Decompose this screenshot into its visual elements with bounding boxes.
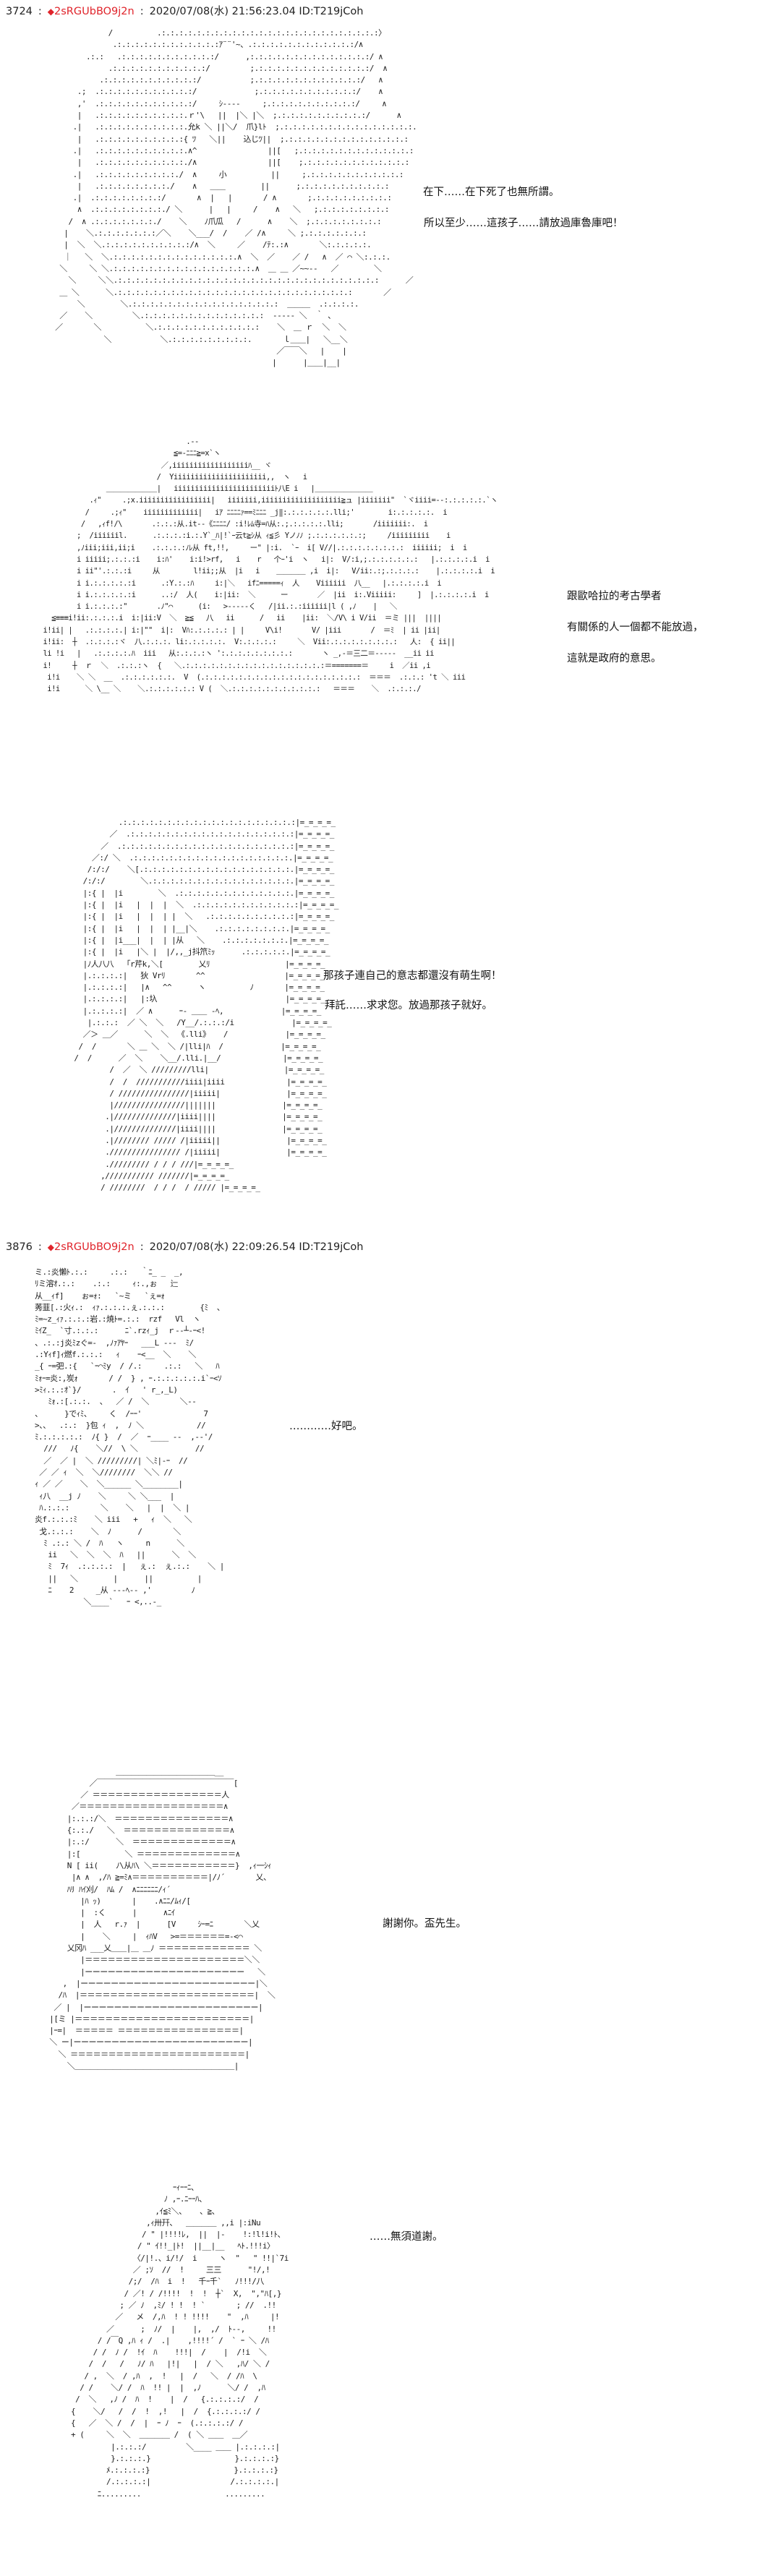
dialogue-line: 跟歐哈拉的考古學者: [567, 591, 662, 602]
ascii-art-bowing-figure: ＿＿＿＿＿＿＿＿＿＿＿＿＿__ ／￣￣￣￣￣￣￣￣￣￣￣￣￣￣￣￣￣￣[ ／ ＝…: [49, 1766, 276, 2071]
ascii-art-soldier-with-cap: .-- ≦=-ﾆﾆﾆ≧=x`ヽ ／,iiiiiiiiiiiiiiiiiiﾊ__ …: [43, 437, 498, 694]
separator: :: [140, 6, 144, 17]
ascii-art-kneeling-figure: / .:.:.:.:.:.:.:.:.:.:.:.:.:.:.:.:.:.:.:…: [55, 28, 417, 368]
dialogue-line: 這就是政府的意思。: [567, 653, 662, 664]
separator: :: [38, 1241, 42, 1253]
trip-diamond-icon: ◆: [47, 7, 55, 17]
dialogue-line: 在下……在下死了也無所謂。: [423, 187, 560, 198]
dialogue-line: 謝謝你。盃先生。: [383, 1918, 466, 1930]
dialogue-line: 有關係的人一個都不能放過，: [567, 622, 704, 633]
post-datetime: 2020/07/08(水) 22:09:26.54: [149, 1241, 296, 1253]
dialogue-line: 那孩子連自己的意志都還沒有萌生啊！: [323, 970, 502, 982]
post-header: 3876:◆2sRGUbBO9j2n:2020/07/08(水) 22:09:2…: [6, 1241, 363, 1254]
post-datetime: 2020/07/08(水) 21:56:23.04: [149, 6, 296, 17]
separator: :: [38, 6, 42, 17]
poster-id: ID:T219jCoh: [299, 1241, 364, 1253]
post-header: 3724:◆2sRGUbBO9j2n:2020/07/08(水) 21:56:2…: [6, 5, 363, 18]
dialogue-line: 所以至少……這孩子……請放過庫魯庫吧！: [424, 218, 623, 229]
dialogue-line: …………好吧。: [289, 1421, 363, 1432]
separator: :: [140, 1241, 144, 1253]
tripcode-link[interactable]: 2sRGUbBO9j2n: [54, 6, 135, 17]
tripcode-link[interactable]: 2sRGUbBO9j2n: [54, 1241, 135, 1253]
poster-id: ID:T219jCoh: [299, 6, 364, 17]
ascii-art-bowed-figure-at-wall: .:.:.:.:.:.:.:.:.:.:.:.:.:.:.:.:.:.:.:.:…: [74, 818, 338, 1193]
dialogue-line: 拜託……求求您。放過那孩子就好。: [325, 1000, 492, 1011]
ascii-art-flame-hair-figure: ミ.:炎懶ﾄ.:.: .:.: ｀ﾆ_ _ _, ﾘミ溶ｵ.:.: .:.: ｨ…: [35, 1267, 225, 1607]
dialogue-line: ……無須道謝。: [370, 2231, 443, 2243]
post-number: 3724: [6, 6, 33, 17]
ascii-art-masked-figure-standing: ｰｨｰｰﾆ、 ﾉ ,ｰ.ﾆｰｰﾊ、 ,ｲ≦ﾐ＼、 、≧、 ,ｨ卅幵、 ＿＿＿＿ …: [71, 2183, 289, 2499]
trip-diamond-icon: ◆: [47, 1242, 55, 1252]
post-number: 3876: [6, 1241, 33, 1253]
